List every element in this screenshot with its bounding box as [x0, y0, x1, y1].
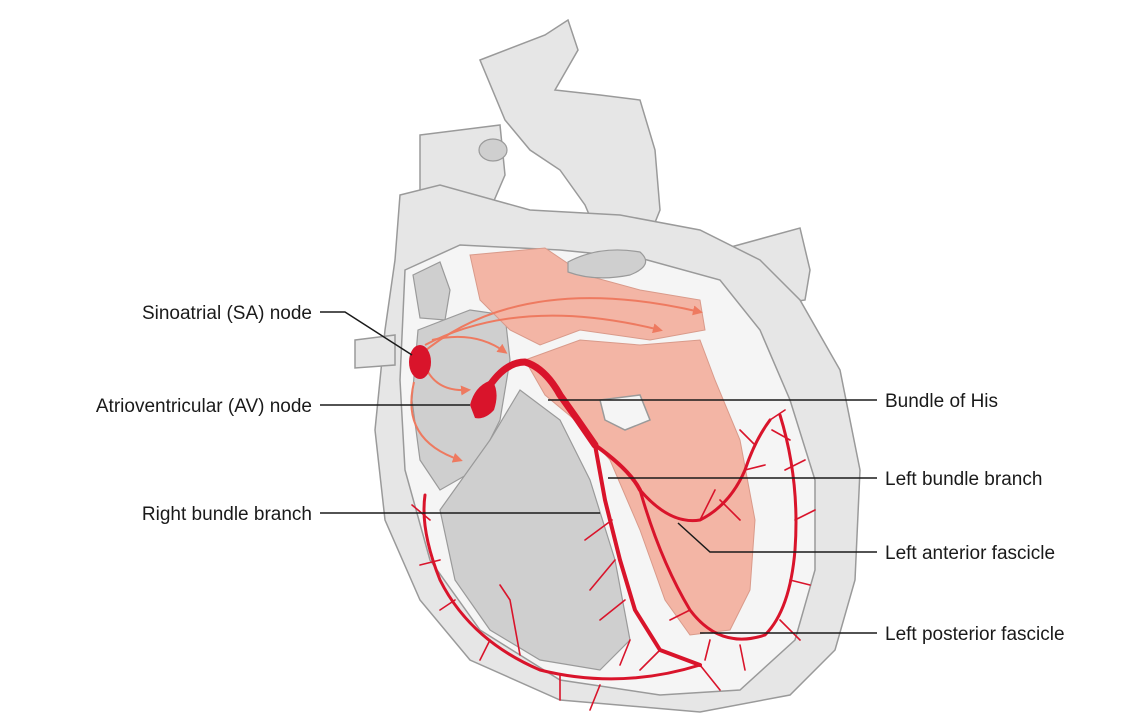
- leader-lines: [320, 311, 877, 634]
- septal-notch: [599, 394, 651, 431]
- label-left-bundle-branch: Left bundle branch: [885, 469, 1042, 490]
- right-atrial-appendage: [412, 261, 451, 321]
- conduction-system: [409, 345, 816, 711]
- label-bundle-of-his: Bundle of His: [885, 391, 998, 412]
- impulse-arrow-to-av-node: [427, 371, 471, 396]
- bundle-of-his: [484, 358, 599, 449]
- label-right-bundle-branch: Right bundle branch: [142, 504, 312, 525]
- labels: Sinoatrial (SA) node Atrioventricular (A…: [96, 303, 1065, 645]
- leader-sa-node: [320, 311, 413, 356]
- impulse-arrows: [410, 297, 703, 463]
- aorta: [479, 18, 661, 241]
- pulmonary-vein-opening: [567, 249, 647, 279]
- vessel-opening: [478, 138, 508, 162]
- leader-left-anterior-fascicle: [677, 522, 877, 553]
- right-ventricle: [439, 389, 631, 671]
- label-av-node: Atrioventricular (AV) node: [96, 396, 312, 417]
- label-left-anterior-fascicle: Left anterior fascicle: [885, 543, 1055, 564]
- impulse-arrow-upper: [431, 335, 508, 354]
- right-bundle-branch-path: [593, 443, 702, 667]
- left-posterior-fascicle-path: [638, 413, 798, 641]
- label-sa-node: Sinoatrial (SA) node: [142, 303, 312, 324]
- impulse-arrow-down: [410, 381, 463, 463]
- label-left-posterior-fascicle: Left posterior fascicle: [885, 624, 1065, 645]
- impulse-arrow-to-left-atrium: [424, 314, 663, 346]
- inferior-vena-cava: [354, 334, 396, 369]
- purkinje-right-wall: [422, 493, 702, 681]
- left-bundle-branch-path: [593, 443, 642, 492]
- sa-node: [409, 345, 431, 379]
